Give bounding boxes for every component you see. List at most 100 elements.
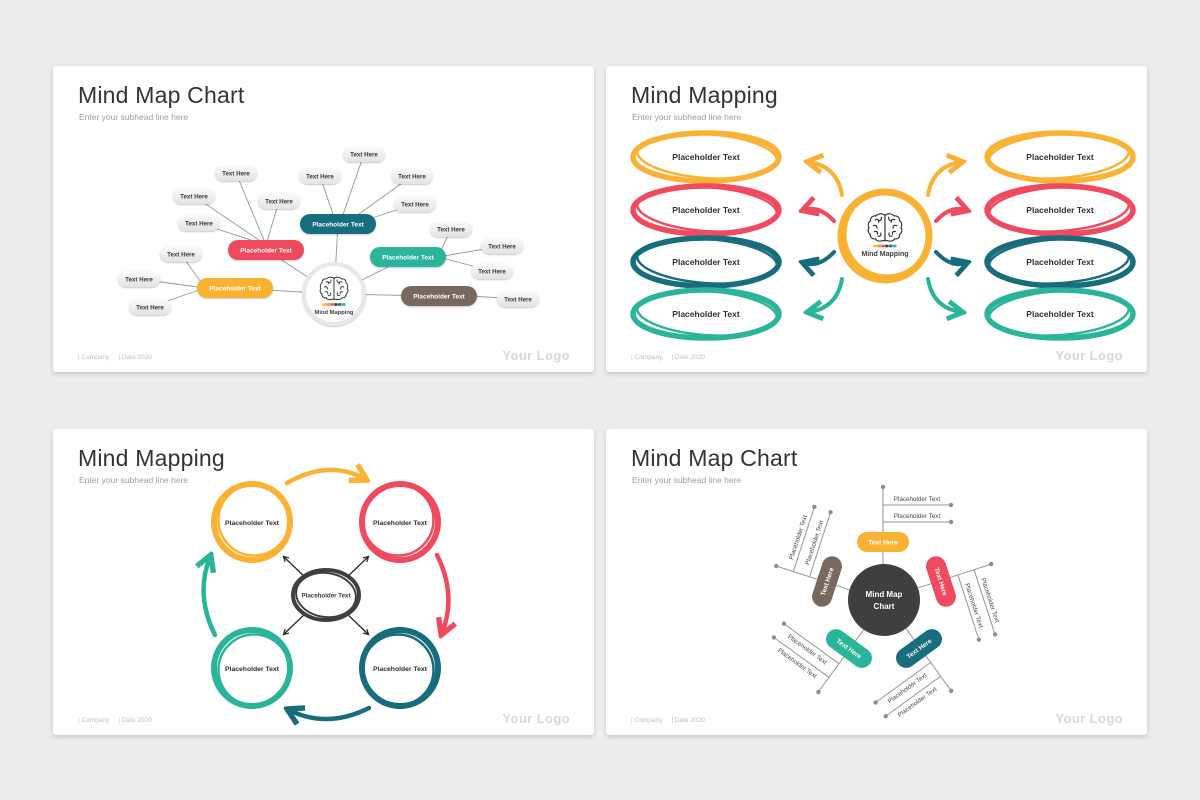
arrow-left xyxy=(204,557,218,638)
svg-text:Mind Mapping: Mind Mapping xyxy=(315,310,354,316)
footer-company: | Company xyxy=(78,717,110,724)
footer-company: | Company xyxy=(78,354,110,361)
svg-text:Placeholder Text: Placeholder Text xyxy=(413,294,465,301)
topic-ellipse: Placeholder Text xyxy=(984,130,1136,184)
svg-text:Placeholder Text: Placeholder Text xyxy=(894,496,941,503)
svg-text:Text Here: Text Here xyxy=(265,199,293,206)
topic-ellipse: Placeholder Text xyxy=(630,130,782,184)
svg-text:Mind Mapping: Mind Mapping xyxy=(861,251,908,258)
leaf-node: Text Here xyxy=(258,193,300,209)
cycle-arrows xyxy=(204,470,449,719)
svg-text:Text Here: Text Here xyxy=(401,202,429,209)
cycle-node: Placeholder Text xyxy=(211,481,293,563)
svg-text:Text Here: Text Here xyxy=(478,269,506,276)
svg-text:Text Here: Text Here xyxy=(167,252,195,259)
topic-ellipse: Placeholder Text xyxy=(630,287,782,341)
pill-green: Text Here xyxy=(826,629,872,668)
branch-node-teal: Placeholder Text xyxy=(300,214,376,234)
svg-text:Placeholder Text: Placeholder Text xyxy=(373,666,428,673)
leaf-node: Text Here xyxy=(391,168,433,184)
arrow-top xyxy=(284,470,365,486)
svg-text:Placeholder Text: Placeholder Text xyxy=(225,520,280,527)
pill-teal: Text Here xyxy=(896,629,942,668)
radial-mind-map-diagram: Placeholder Text Placeholder Text Placeh… xyxy=(771,484,1000,719)
footer-date: | Date 2020 xyxy=(671,354,705,361)
svg-text:Placeholder Text: Placeholder Text xyxy=(672,257,740,267)
arrow-right-green xyxy=(926,277,961,312)
svg-text:Placeholder Text: Placeholder Text xyxy=(301,593,350,600)
leaf-node: Text Here xyxy=(471,263,513,279)
mind-map-diagram: Text Here Text Here Text Here Text Here … xyxy=(118,146,539,326)
leaf-node: Text Here xyxy=(118,271,160,287)
svg-text:Placeholder Text: Placeholder Text xyxy=(209,286,261,293)
slide-title: Mind Mapping xyxy=(631,82,778,108)
svg-text:Mind Map: Mind Map xyxy=(866,590,903,599)
leaf-node: Text Here xyxy=(129,299,171,315)
svg-text:Text Here: Text Here xyxy=(868,539,898,546)
svg-text:Placeholder Text: Placeholder Text xyxy=(1026,205,1094,215)
topic-ellipse: Placeholder Text xyxy=(630,183,782,237)
leaf-node: Text Here xyxy=(343,146,385,162)
branch-node-yellow: Placeholder Text xyxy=(197,278,273,298)
footer-date: | Date 2020 xyxy=(118,354,152,361)
branch-node-green: Placeholder Text xyxy=(370,247,446,267)
arrow-left-teal xyxy=(804,250,836,264)
arrow-bottom xyxy=(289,708,372,719)
logo-placeholder: Your Logo xyxy=(1055,348,1123,363)
svg-text:Text Here: Text Here xyxy=(185,221,213,228)
pill-red: Text Here xyxy=(926,556,956,607)
topic-ellipse: Placeholder Text xyxy=(984,183,1136,237)
branch-top: Placeholder Text Placeholder Text xyxy=(880,484,954,564)
svg-text:Text Here: Text Here xyxy=(488,244,516,251)
arrow-left-red xyxy=(804,209,836,223)
svg-text:Placeholder Text: Placeholder Text xyxy=(1026,152,1094,162)
center-hub: Mind Mapping xyxy=(837,188,933,284)
slide-footer: | Company| Date 2020 xyxy=(631,717,714,724)
mind-mapping-diagram: Placeholder Text Placeholder Text Placeh… xyxy=(630,130,1136,341)
arrow-right xyxy=(434,552,448,633)
svg-text:Text Here: Text Here xyxy=(125,277,153,284)
svg-text:Text Here: Text Here xyxy=(398,174,426,181)
arrow-right-teal xyxy=(934,250,966,264)
svg-text:Placeholder Text: Placeholder Text xyxy=(1026,257,1094,267)
footer-company: | Company xyxy=(631,717,663,724)
topic-ellipse: Placeholder Text xyxy=(984,287,1136,341)
branch-node-red: Placeholder Text xyxy=(228,240,304,260)
slide-subtitle: Enter your subhead line here xyxy=(632,475,742,485)
slide-subtitle: Enter your subhead line here xyxy=(79,475,189,485)
slide-title: Mind Mapping xyxy=(78,445,225,471)
radiating-arrows xyxy=(804,162,966,312)
topic-ellipse: Placeholder Text xyxy=(984,235,1136,289)
center-circle: Mind Map Chart xyxy=(848,564,920,636)
cycle-node: Placeholder Text xyxy=(211,627,293,709)
leaf-node: Text Here xyxy=(481,238,523,254)
cycle-node: Placeholder Text xyxy=(359,481,441,563)
slide-card-mind-map-chart-1: Text Here Text Here Text Here Text Here … xyxy=(53,66,594,372)
leaf-node: Text Here xyxy=(299,168,341,184)
pill-yellow: Text Here xyxy=(857,532,909,552)
slide-title: Mind Map Chart xyxy=(78,82,245,108)
svg-text:Text Here: Text Here xyxy=(136,305,164,312)
cycle-node: Placeholder Text xyxy=(359,627,441,709)
leaf-nodes: Text Here Text Here Text Here Text Here … xyxy=(118,146,539,315)
svg-text:Placeholder Text: Placeholder Text xyxy=(672,205,740,215)
logo-placeholder: Your Logo xyxy=(502,348,570,363)
footer-date: | Date 2020 xyxy=(118,717,152,724)
leaf-node: Text Here xyxy=(394,196,436,212)
center-hub: Mind Mapping xyxy=(302,262,366,326)
svg-text:Text Here: Text Here xyxy=(180,194,208,201)
pill-brown: Text Here xyxy=(812,556,842,607)
arrow-left-green xyxy=(809,277,844,312)
svg-text:Placeholder Text: Placeholder Text xyxy=(382,255,434,262)
svg-text:Placeholder Text: Placeholder Text xyxy=(894,513,941,520)
svg-text:Text Here: Text Here xyxy=(306,174,334,181)
logo-placeholder: Your Logo xyxy=(502,711,570,726)
svg-text:Placeholder Text: Placeholder Text xyxy=(672,309,740,319)
leaf-node: Text Here xyxy=(430,221,472,237)
svg-text:Placeholder Text: Placeholder Text xyxy=(373,520,428,527)
svg-text:Text Here: Text Here xyxy=(504,297,532,304)
svg-text:Placeholder Text: Placeholder Text xyxy=(1026,309,1094,319)
slide-footer: | Company | Date 2020 xyxy=(78,354,161,361)
svg-text:Text Here: Text Here xyxy=(350,152,378,159)
